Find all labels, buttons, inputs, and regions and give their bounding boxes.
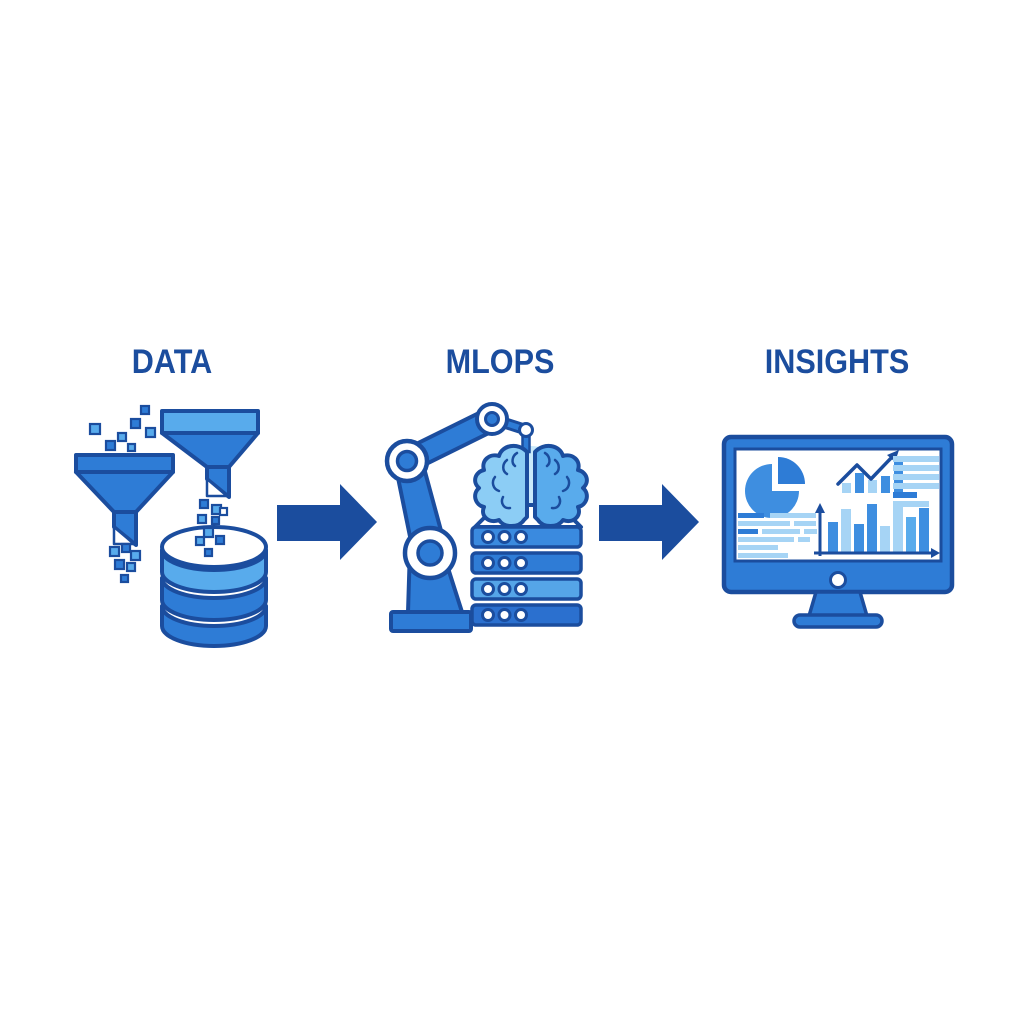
- main-bars: [828, 502, 929, 552]
- data-bits: [88, 404, 229, 584]
- monitor-button: [829, 571, 847, 589]
- funnel-left: [74, 453, 175, 547]
- robot-arm-brain-server-icon: [384, 402, 589, 633]
- pie-chart-icon: [745, 457, 805, 518]
- flow-arrow-data-to-mlops-icon: [277, 484, 377, 560]
- funnel-right: [160, 409, 260, 499]
- text-lines-left: [738, 513, 817, 558]
- monitor-stand-neck: [807, 590, 869, 618]
- bar-chart-icon: [814, 502, 940, 558]
- funnel-database-icon: [74, 404, 268, 648]
- monitor-stand-base: [792, 613, 884, 629]
- stage-label-data: DATA: [131, 343, 213, 381]
- stage-label-insights: INSIGHTS: [764, 343, 910, 381]
- text-lines-right: [893, 456, 939, 507]
- database-icon: [160, 525, 268, 648]
- brain-icon: [473, 443, 589, 528]
- stage-label-mlops: MLOPS: [445, 343, 555, 381]
- analytics-monitor-icon: [721, 434, 955, 629]
- flow-arrow-mlops-to-insights-icon: [599, 484, 699, 560]
- robot-arm-icon: [384, 402, 534, 633]
- server-stack-icon: [470, 503, 583, 627]
